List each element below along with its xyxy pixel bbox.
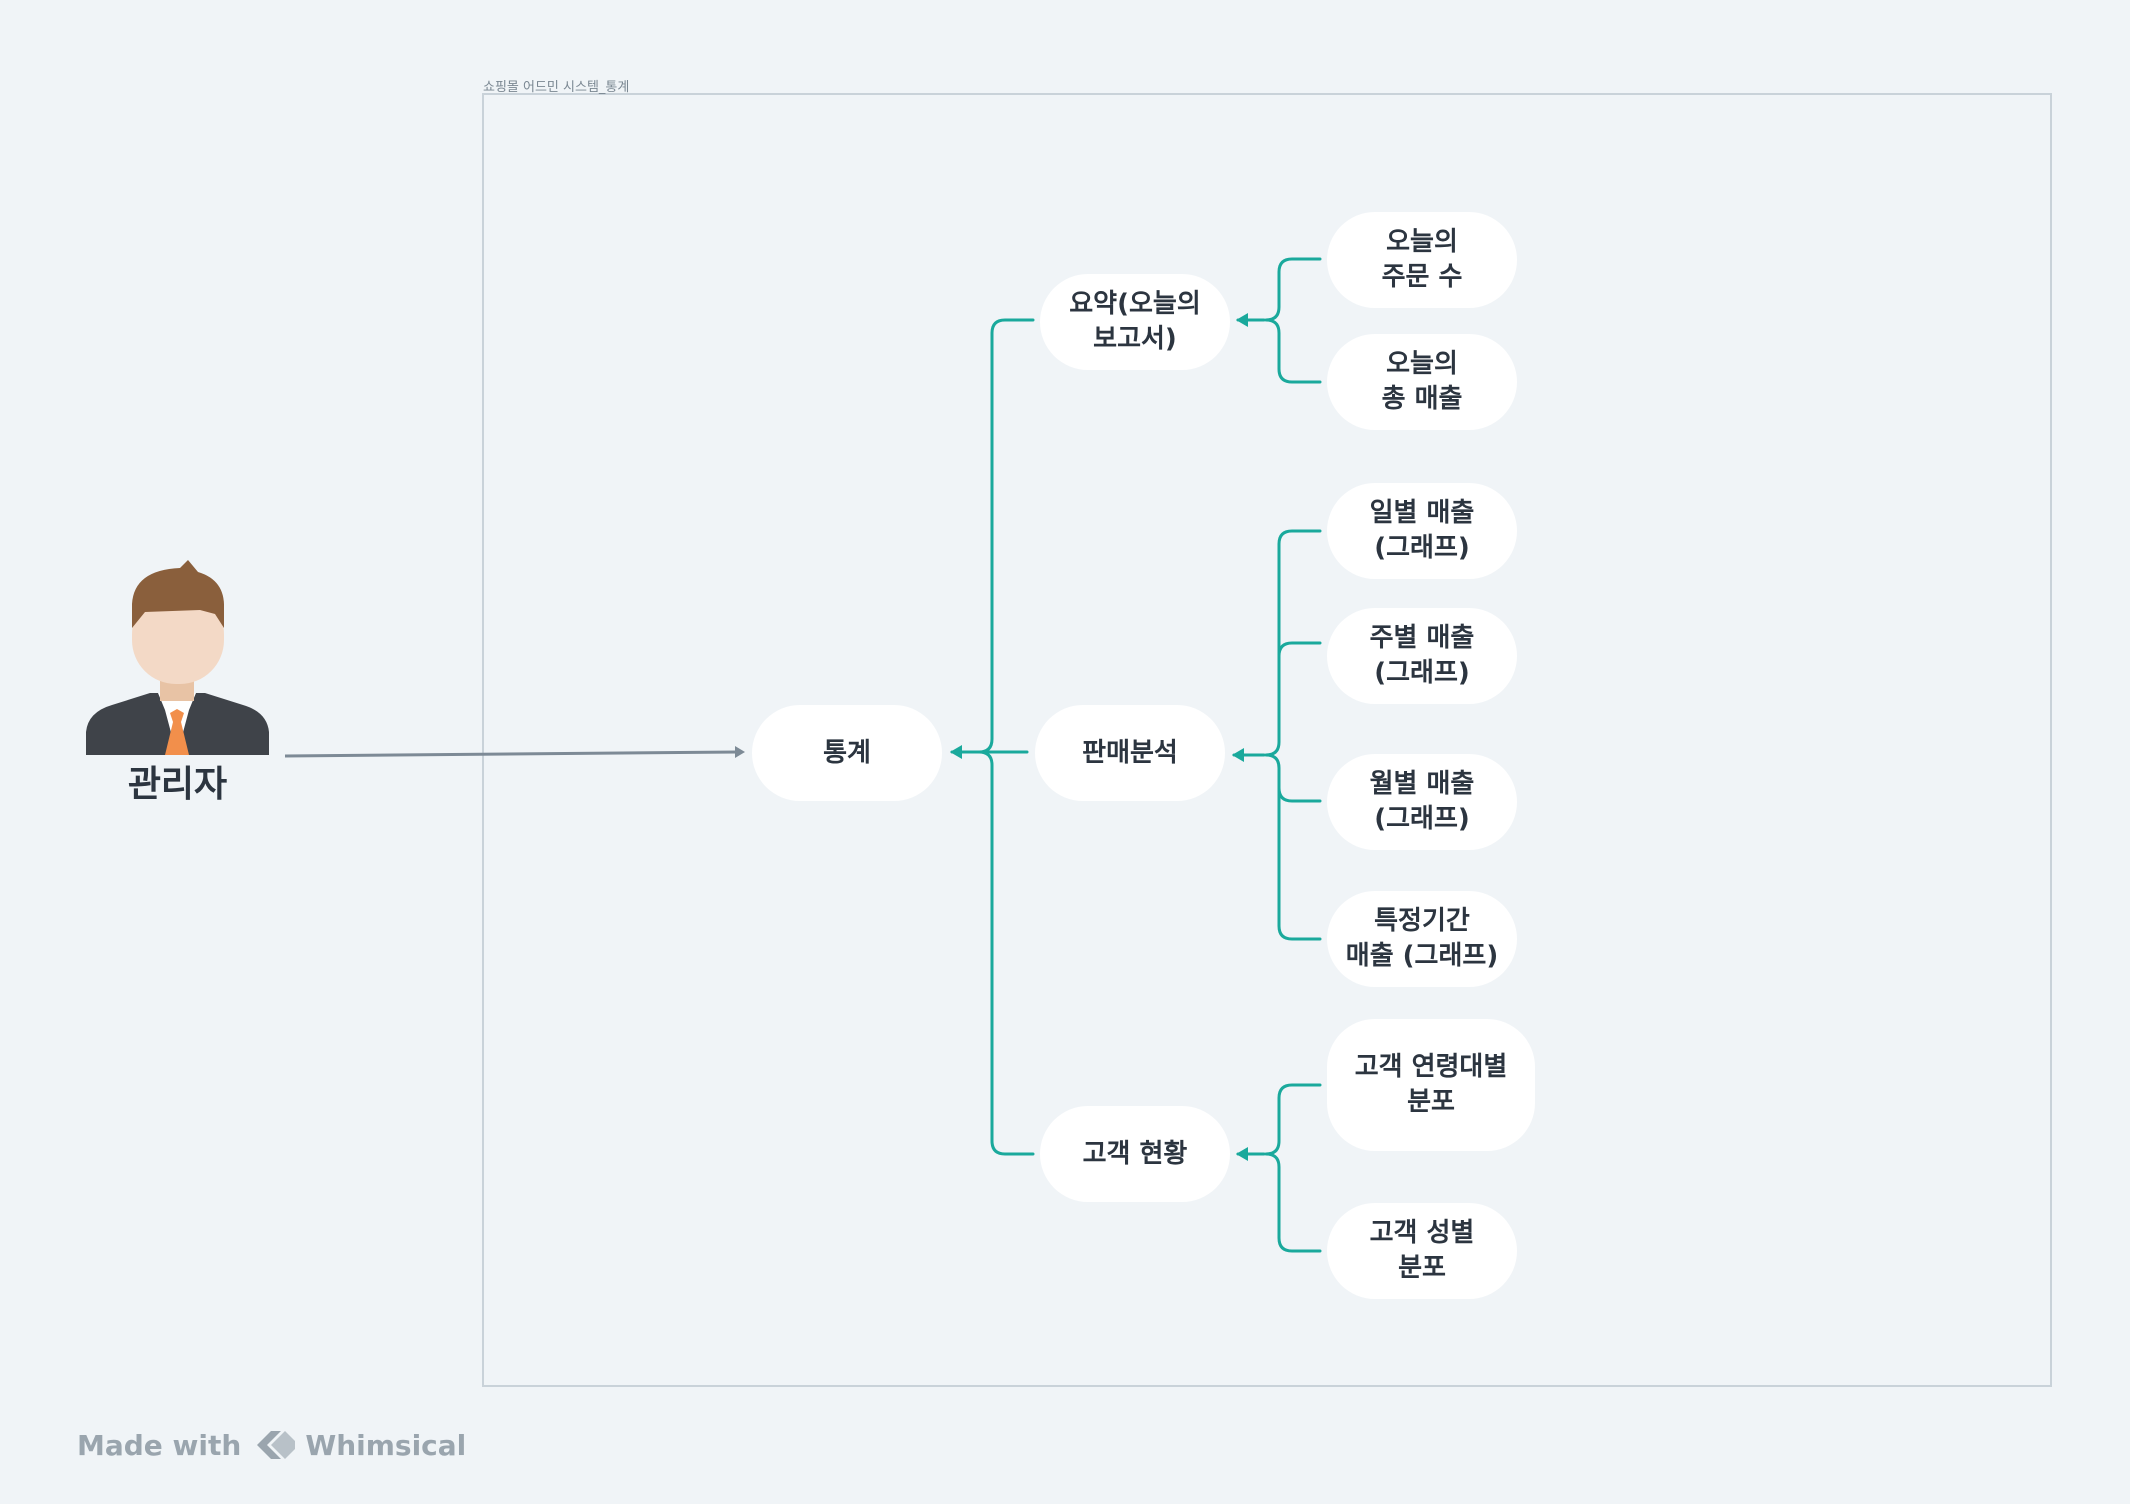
made-with-whimsical[interactable]: Made with Whimsical: [77, 1425, 466, 1465]
node-period-sales[interactable]: 특정기간 매출 (그래프): [1327, 891, 1517, 987]
node-sales-analysis[interactable]: 판매분석: [1035, 705, 1225, 801]
node-gender-distribution[interactable]: 고객 성별 분포: [1327, 1203, 1517, 1299]
made-with-text: Made with: [77, 1428, 242, 1462]
mindmap-arrowheads: [950, 313, 1248, 1161]
actor-label: 관리자: [127, 764, 228, 805]
node-weekly-sales[interactable]: 주별 매출 (그래프): [1327, 608, 1517, 704]
node-daily-sales[interactable]: 일별 매출 (그래프): [1327, 483, 1517, 579]
node-customer-status[interactable]: 고객 현황: [1040, 1106, 1230, 1202]
administrator-icon: [86, 560, 269, 755]
frame-border: [482, 93, 2052, 1387]
frame-title: 쇼핑몰 어드민 시스템_통계: [483, 80, 630, 95]
node-age-distribution[interactable]: 고객 연령대별 분포: [1327, 1019, 1535, 1151]
node-summary[interactable]: 요약(오늘의 보고서): [1040, 274, 1230, 370]
mindmap-connectors: [950, 257, 1322, 1253]
node-statistics[interactable]: 통계: [752, 705, 942, 801]
node-today-sales[interactable]: 오늘의 총 매출: [1327, 334, 1517, 430]
node-today-orders[interactable]: 오늘의 주문 수: [1327, 212, 1517, 308]
whimsical-brand-text: Whimsical: [305, 1428, 467, 1462]
node-monthly-sales[interactable]: 월별 매출 (그래프): [1327, 754, 1517, 850]
whimsical-logo-icon: [257, 1431, 296, 1459]
actor-to-root-arrow: [284, 746, 745, 758]
